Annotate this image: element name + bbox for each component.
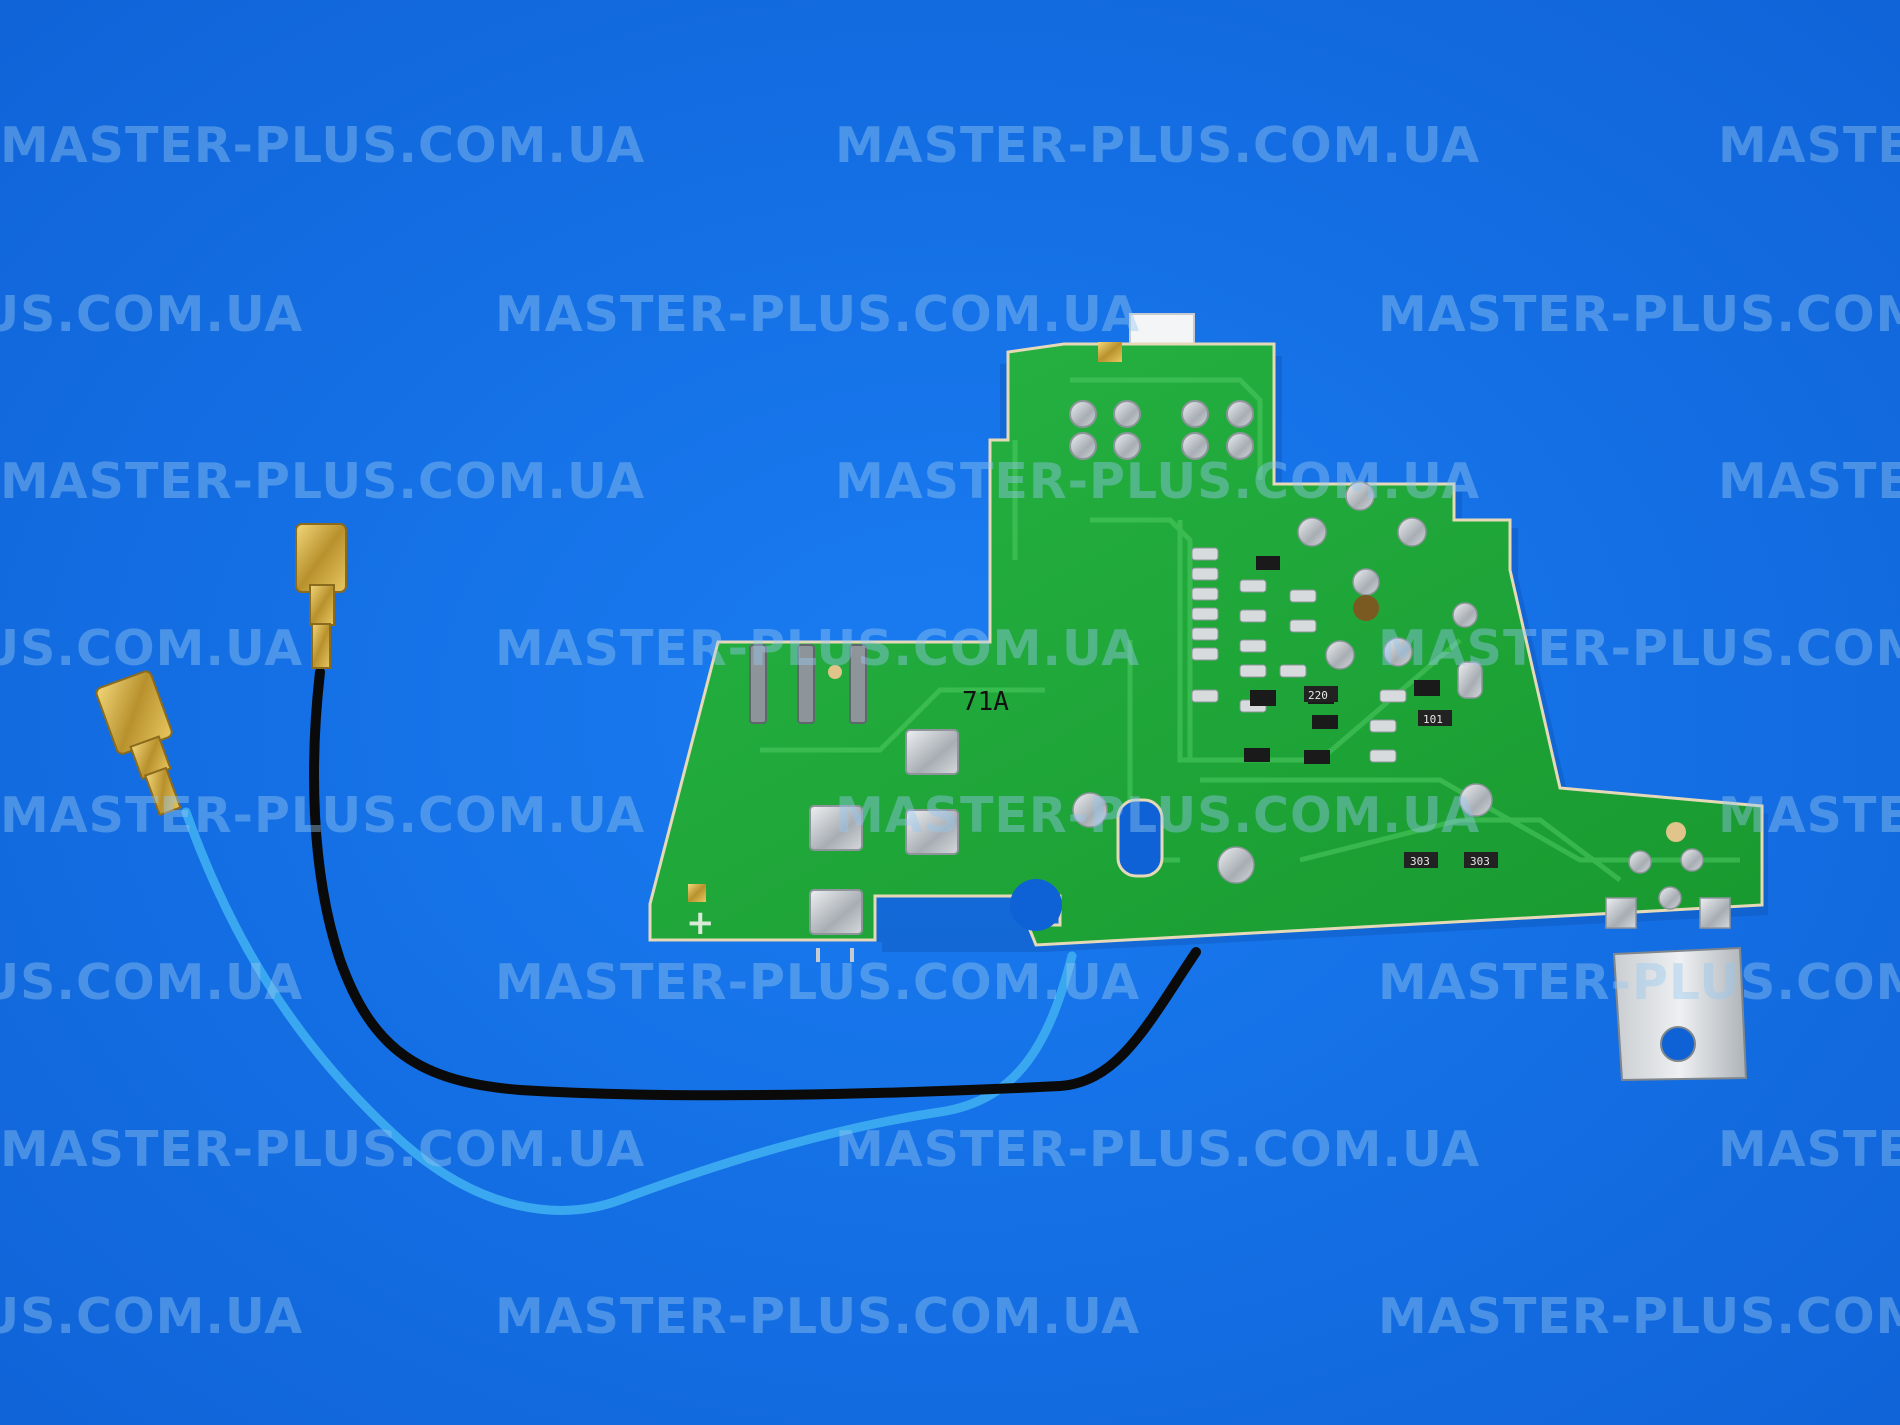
blue-wire-terminal: [95, 670, 182, 817]
smd-components: [1072, 481, 1498, 884]
plus-sign-label: +: [686, 903, 715, 943]
black-wire: [309, 667, 1201, 1101]
metal-bracket: [1612, 946, 1748, 1082]
resistor-101-label: 101: [1423, 713, 1443, 726]
board-notch: [1010, 879, 1062, 931]
top-pads: [1069, 400, 1254, 460]
right-hole: [1666, 822, 1686, 842]
black-wire-terminal: [295, 523, 347, 669]
mounting-hole: [828, 665, 842, 679]
board-code-label: 71A: [962, 687, 1009, 717]
board-cutout: [1116, 798, 1164, 878]
plus-pad: [688, 884, 706, 902]
gold-pad: [1098, 342, 1122, 362]
resistor-303a-label: 303: [1410, 855, 1430, 868]
resistor-220-label: 220: [1308, 689, 1328, 702]
blue-wire: [181, 807, 1077, 1215]
large-pads: [809, 729, 959, 935]
board-traces: [760, 377, 1740, 882]
resistor-303b-label: 303: [1470, 855, 1490, 868]
right-pads: [1605, 848, 1731, 929]
pcb-leads: [816, 948, 854, 962]
board-slots: [749, 644, 867, 724]
